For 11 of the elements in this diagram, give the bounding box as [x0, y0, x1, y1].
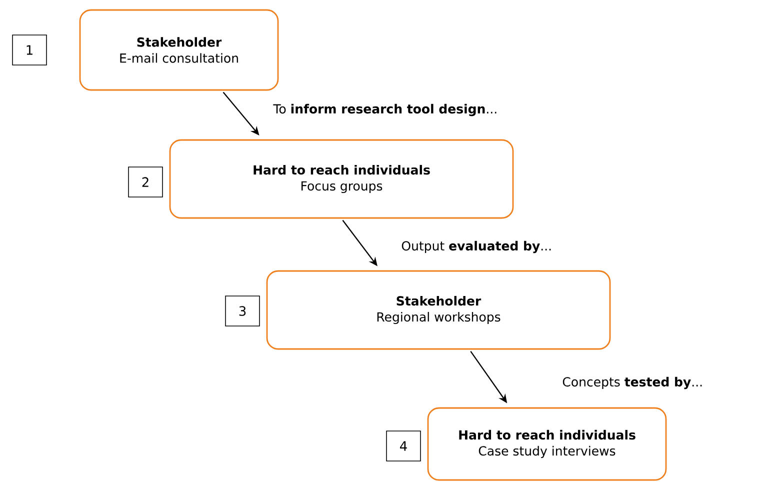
edge-label: Output evaluated by... [400, 240, 554, 254]
step-number: 1 [12, 34, 47, 66]
step-number: 4 [386, 430, 421, 462]
process-box: Hard to reach individuals Case study interviews [427, 407, 667, 481]
edge-label: To inform research tool design... [272, 102, 499, 118]
process-box: Stakeholder E-mail consultation [79, 9, 279, 91]
process-box: Hard to reach individuals Focus groups [169, 139, 514, 219]
process-box: Stakeholder Regional workshops [266, 270, 611, 350]
step-number: 3 [225, 296, 260, 326]
edge-label: Concepts tested by... [561, 376, 704, 390]
step-number: 2 [128, 166, 163, 198]
